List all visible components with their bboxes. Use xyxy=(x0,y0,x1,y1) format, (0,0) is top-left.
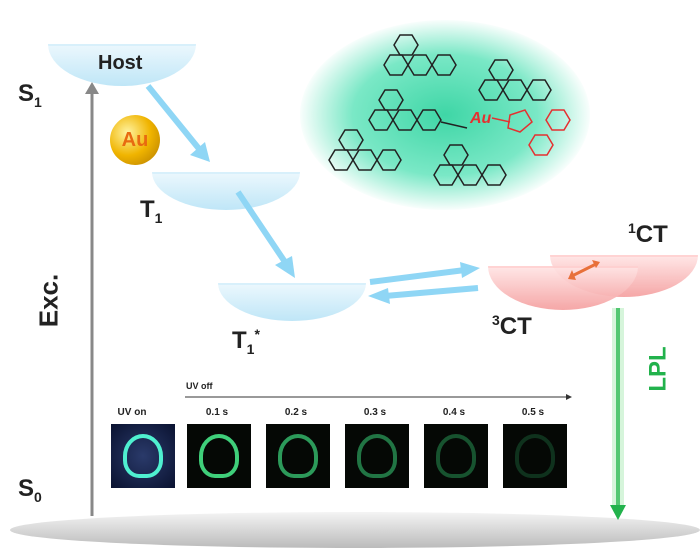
1ct-label: 1CT xyxy=(628,220,668,248)
dboa-unit-2 xyxy=(478,59,552,101)
relax-arrow xyxy=(235,190,288,264)
panda-image xyxy=(278,434,318,478)
time-label: 0.5 s xyxy=(521,407,545,418)
time-label: 0.1 s xyxy=(205,407,229,418)
risc-arrow xyxy=(384,285,479,299)
3ct-label: 3CT xyxy=(492,312,532,340)
t1-label: T1 xyxy=(140,196,163,226)
panda-image xyxy=(357,434,397,478)
molecule-glow xyxy=(300,20,590,210)
photo-0-1s xyxy=(187,424,251,488)
photo-0-3s xyxy=(345,424,409,488)
lpl-label: LPL xyxy=(644,346,672,392)
molecule-structure: Au xyxy=(328,34,571,186)
isc-arrow xyxy=(145,84,203,152)
molecule-au-label: Au xyxy=(469,110,492,127)
panda-image xyxy=(123,434,163,478)
dboa-unit-4 xyxy=(433,144,507,186)
uv-off-timeline-arrow xyxy=(185,394,572,400)
panda-image xyxy=(199,434,239,478)
dboa-unit-1 xyxy=(383,34,457,76)
uv-on-label: UV on xyxy=(117,407,147,418)
photo-0-4s xyxy=(424,424,488,488)
gold-atom: Au xyxy=(110,115,160,165)
time-label: 0.2 s xyxy=(284,407,308,418)
donor-unit xyxy=(368,89,468,131)
au-label: Au xyxy=(121,128,149,151)
t1-star-label: T1* xyxy=(232,326,260,357)
photo-0-5s xyxy=(503,424,567,488)
s1-label: S1 xyxy=(18,80,42,110)
dboa-unit-3 xyxy=(328,129,402,171)
ground-state-base xyxy=(10,512,700,548)
time-label: 0.3 s xyxy=(363,407,387,418)
time-label: 0.4 s xyxy=(442,407,466,418)
host-label: Host xyxy=(98,52,143,74)
lpl-arrow xyxy=(610,308,626,520)
excitation-arrow xyxy=(85,82,99,516)
panda-image xyxy=(436,434,476,478)
photo-0-2s xyxy=(266,424,330,488)
uv-off-label: UV off xyxy=(186,381,213,391)
ct-interconversion-arrow xyxy=(568,260,600,280)
panda-image xyxy=(515,434,555,478)
s0-label: S0 xyxy=(18,475,42,505)
photo-uv-on xyxy=(111,424,175,488)
rise-arrow xyxy=(369,267,466,285)
